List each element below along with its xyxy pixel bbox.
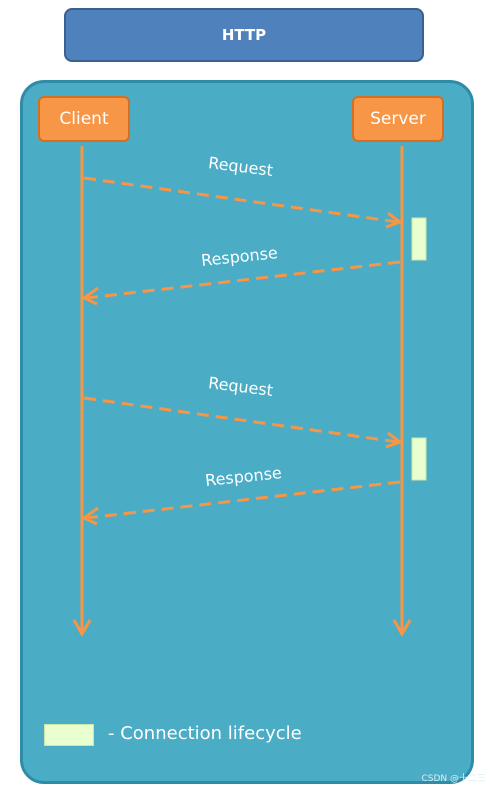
server-lifeline-arrowhead: [392, 619, 412, 638]
client-lifeline-arrowhead: [72, 619, 92, 638]
request-label-2: Request: [207, 373, 274, 400]
request-arrow-1: [83, 176, 399, 224]
request-arrowhead-1: [385, 211, 404, 229]
response-arrowhead-1: [81, 286, 99, 306]
response-arrow-1: [85, 260, 401, 300]
watermark: CSDN @十二三: [421, 774, 486, 784]
response-arrowhead-2: [81, 506, 99, 526]
connection-bar-1: [411, 217, 427, 261]
sequence-panel: [20, 80, 474, 784]
connection-bar-2: [411, 437, 427, 481]
request-arrowhead-2: [385, 431, 404, 449]
response-label-2: Response: [204, 463, 282, 490]
connection-lifecycle-label: - Connection lifecycle: [108, 723, 302, 744]
request-arrow-2: [83, 396, 399, 444]
http-title: HTTP: [64, 8, 424, 62]
response-arrow-2: [85, 480, 401, 520]
connection-lifecycle-swatch: [44, 724, 94, 746]
request-label-1: Request: [207, 153, 274, 180]
client-actor: Client: [38, 96, 130, 142]
response-label-1: Response: [200, 243, 278, 270]
server-actor: Server: [352, 96, 444, 142]
